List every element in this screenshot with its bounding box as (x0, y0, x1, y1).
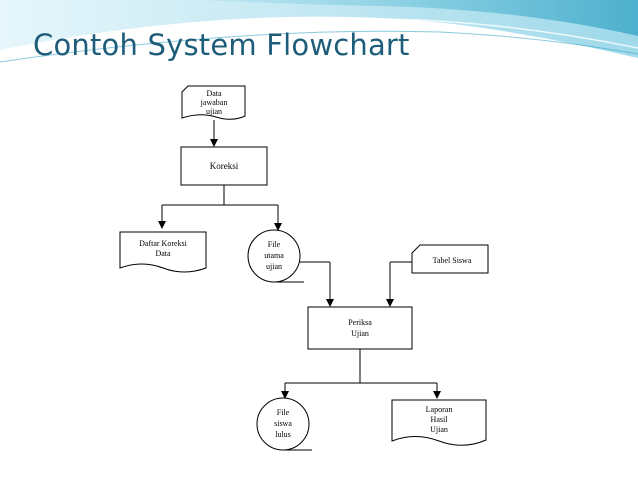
input-document-data-jawaban: Data jawaban ujian (181, 85, 246, 120)
input-doc-line-3: ujian (206, 107, 222, 116)
connector-file-to-periksa (300, 261, 334, 307)
process-koreksi-label: Koreksi (210, 161, 239, 171)
storage-file-utama-ujian: File utama ujian (247, 229, 304, 283)
storage-file-siswa-lulus: File siswa lulus (256, 397, 312, 451)
laporan-line-3: Ujian (430, 425, 448, 434)
process-periksa-line-1: Periksa (348, 318, 372, 327)
file-lulus-line-2: siswa (274, 419, 292, 428)
output-document-laporan-hasil: Laporan Hasil Ujian (391, 399, 487, 446)
output-daftar-line-2: Data (155, 249, 171, 258)
output-daftar-line-1: Daftar Koreksi (139, 239, 188, 248)
file-lulus-line-3: lulus (275, 430, 291, 439)
file-utama-line-3: ujian (266, 262, 282, 271)
input-doc-line-1: Data (206, 89, 222, 98)
input-doc-line-2: jawaban (200, 98, 228, 107)
file-utama-line-2: utama (264, 251, 284, 260)
header-wave-decoration (0, 0, 638, 63)
connector-periksa-split (281, 349, 441, 399)
process-koreksi: Koreksi (180, 146, 268, 186)
slide-title: Contoh System Flowchart (33, 28, 410, 62)
connector-koreksi-split (158, 185, 282, 231)
laporan-line-1: Laporan (426, 405, 453, 414)
input-document-tabel-siswa: Tabel Siswa (411, 244, 489, 274)
output-document-daftar-koreksi: Daftar Koreksi Data (119, 231, 207, 273)
process-periksa-ujian: Periksa Ujian (307, 306, 413, 350)
tabel-siswa-label: Tabel Siswa (433, 256, 472, 265)
laporan-line-2: Hasil (431, 415, 449, 424)
file-utama-line-1: File (268, 240, 281, 249)
file-lulus-line-1: File (277, 408, 290, 417)
process-periksa-line-2: Ujian (351, 329, 369, 338)
connector-tabel-to-periksa (386, 261, 412, 307)
